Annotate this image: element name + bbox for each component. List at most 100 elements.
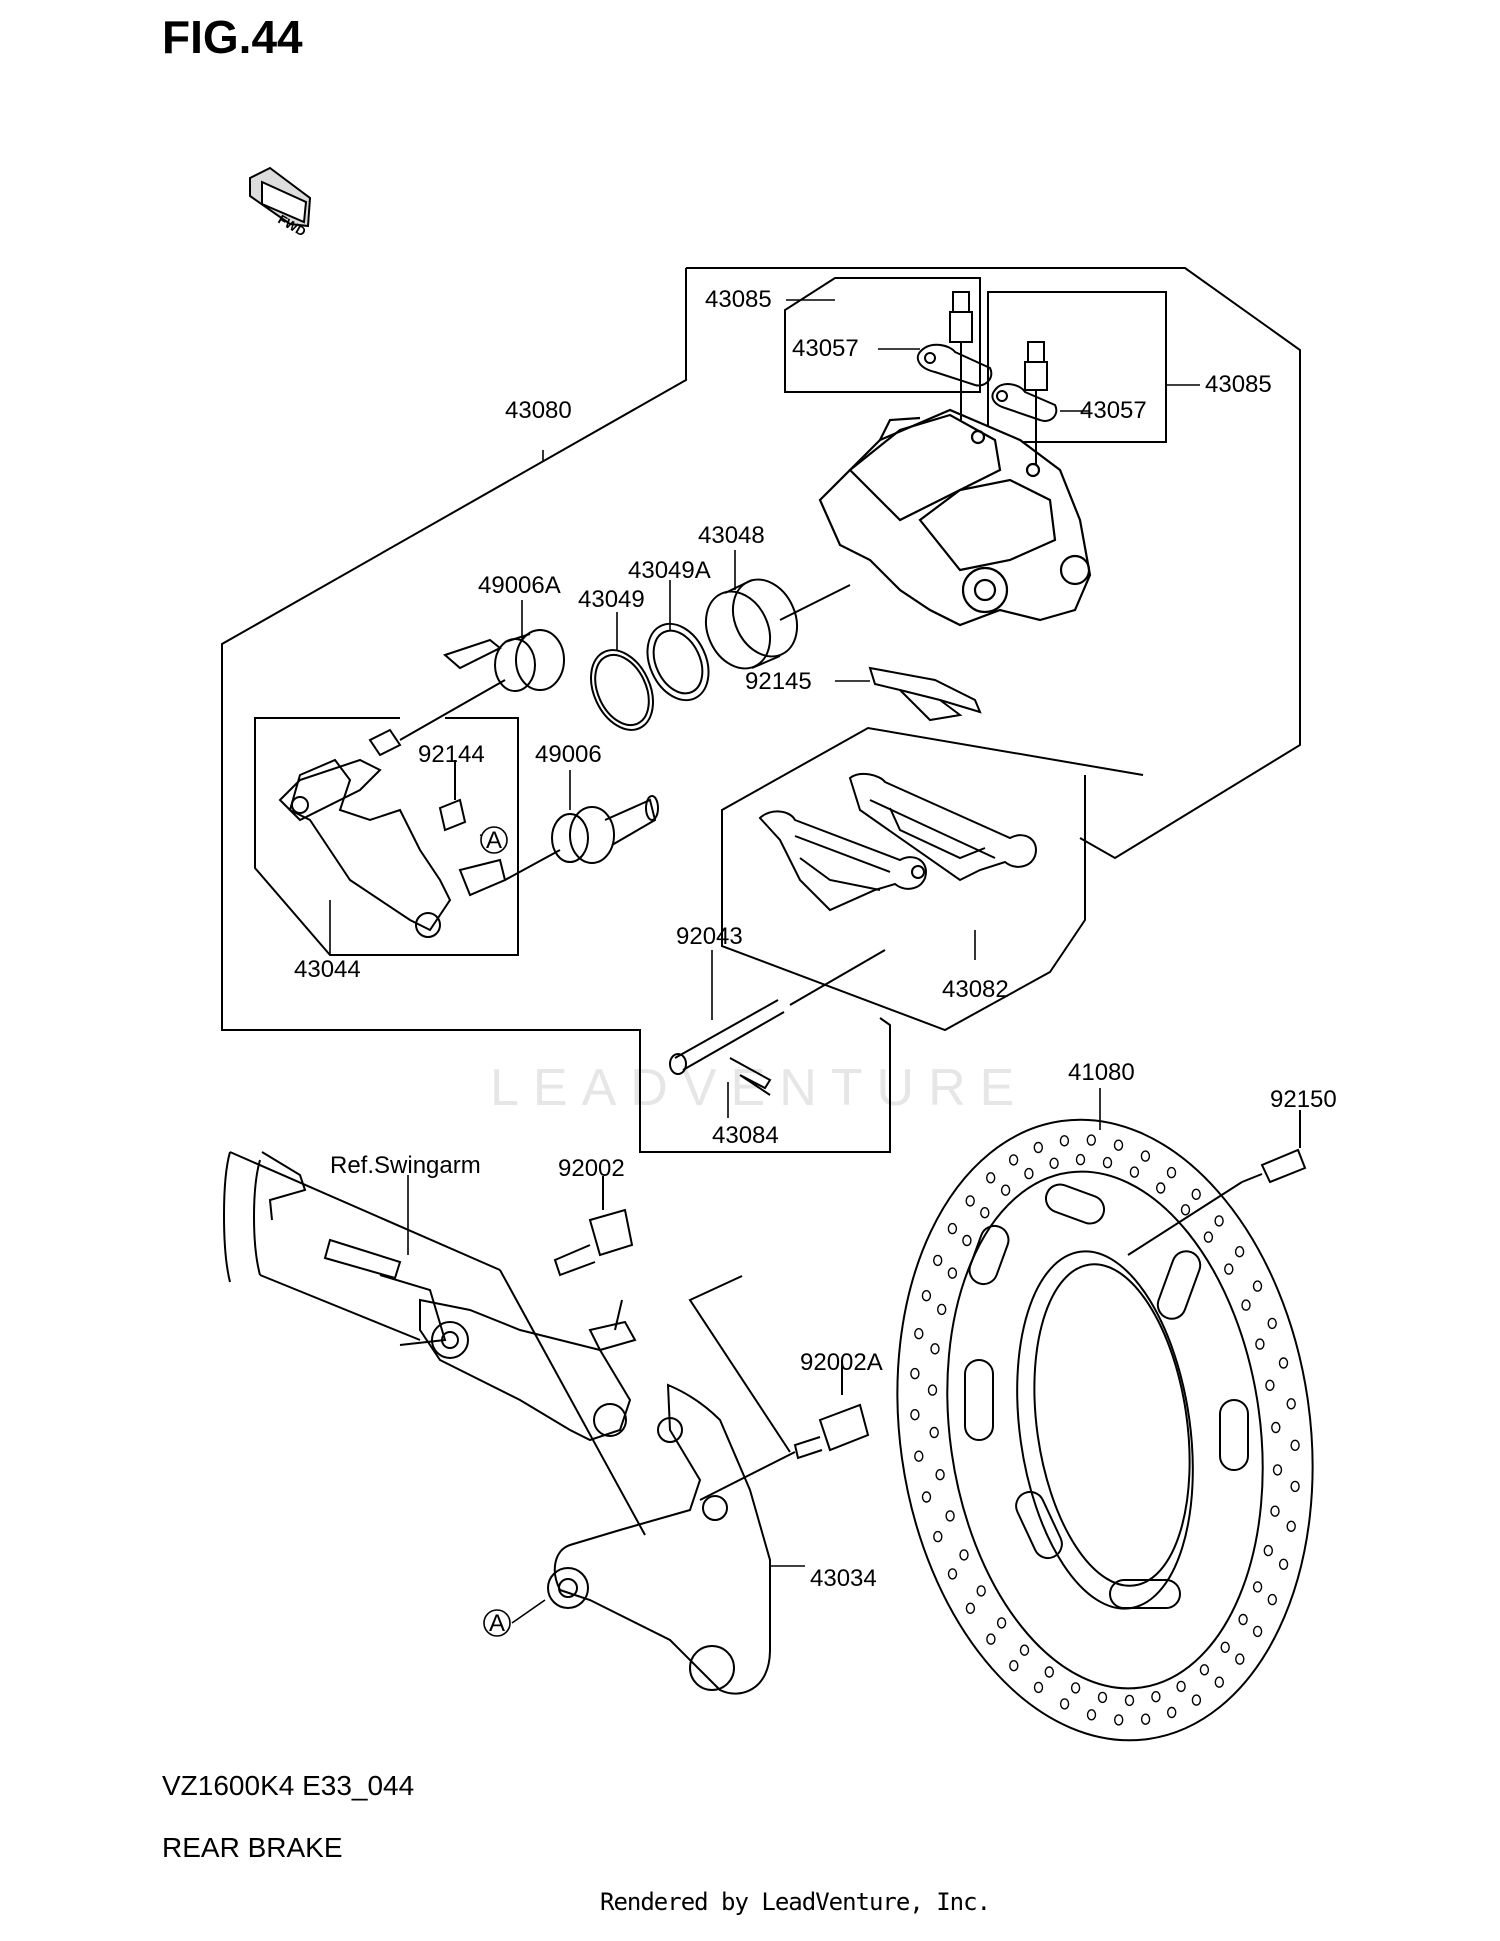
pad-spring-92145 bbox=[868, 666, 982, 722]
label-43044: 43044 bbox=[294, 956, 361, 983]
disc-hole bbox=[937, 1303, 947, 1316]
disc-hole bbox=[1155, 1182, 1166, 1194]
bleeder-box-left bbox=[784, 277, 981, 393]
disc-hole bbox=[1235, 1653, 1245, 1665]
disc-hole bbox=[1286, 1398, 1296, 1410]
disc-hole bbox=[1252, 1280, 1263, 1292]
disc-hole bbox=[1033, 1681, 1044, 1694]
disc-hole bbox=[1140, 1713, 1151, 1725]
disc-hole bbox=[947, 1267, 958, 1279]
disc-hole bbox=[986, 1172, 996, 1184]
disc-hole bbox=[933, 1254, 943, 1267]
disc-hole bbox=[1009, 1659, 1019, 1672]
disc-hole bbox=[914, 1450, 924, 1462]
label-49006a: 49006A bbox=[478, 572, 561, 599]
disc-hole bbox=[1252, 1625, 1263, 1638]
disc-hole bbox=[996, 1617, 1007, 1629]
disc-hole bbox=[1044, 1666, 1055, 1678]
disc-hole bbox=[962, 1234, 972, 1247]
disc-hole bbox=[1267, 1593, 1278, 1606]
disc-hole bbox=[947, 1568, 958, 1580]
disc-hole bbox=[1059, 1135, 1070, 1147]
disc-hole bbox=[1241, 1299, 1251, 1311]
disc-hole bbox=[1019, 1644, 1030, 1656]
disc-hole bbox=[1151, 1690, 1161, 1703]
brake-pad-outer bbox=[848, 772, 1037, 882]
watermark-text: LEADVENTURE bbox=[490, 1059, 1029, 1117]
fwd-arrow-icon bbox=[249, 166, 312, 228]
disc-hole bbox=[927, 1384, 938, 1396]
section-title: REAR BRAKE bbox=[162, 1832, 343, 1863]
brake-pad-inner bbox=[758, 810, 927, 912]
disc-hole bbox=[1140, 1150, 1151, 1162]
torque-link bbox=[419, 1298, 637, 1442]
pad-pin bbox=[669, 999, 785, 1075]
disc-hole bbox=[1286, 1520, 1296, 1533]
disc-hole bbox=[1238, 1613, 1248, 1626]
disc-hole bbox=[1059, 1698, 1070, 1710]
caliper-body bbox=[818, 408, 1092, 627]
label-92144: 92144 bbox=[418, 741, 485, 768]
disc-hole bbox=[1086, 1134, 1097, 1146]
support-bracket bbox=[278, 638, 507, 938]
label-ref-swingarm: Ref.Swingarm bbox=[330, 1152, 481, 1179]
disc-hole bbox=[930, 1343, 940, 1355]
label-43057-left: 43057 bbox=[792, 335, 859, 362]
disc-hole bbox=[1049, 1157, 1059, 1170]
disc-hole bbox=[1271, 1421, 1281, 1434]
label-43057-right: 43057 bbox=[1080, 397, 1147, 424]
disc-hole bbox=[1203, 1231, 1214, 1243]
disc-hole bbox=[1265, 1379, 1275, 1392]
disc-hole bbox=[910, 1408, 920, 1421]
disc-hole bbox=[959, 1549, 969, 1561]
disc-hole bbox=[965, 1195, 975, 1207]
disc-hole bbox=[1255, 1338, 1265, 1350]
disc-hole bbox=[1278, 1558, 1289, 1571]
callout-a-2: A bbox=[489, 1610, 505, 1637]
label-92145: 92145 bbox=[745, 668, 812, 695]
disc-hole bbox=[1214, 1676, 1225, 1688]
bleeder-cap-right bbox=[991, 383, 1058, 422]
disc-hole bbox=[1290, 1480, 1300, 1493]
swingarm bbox=[223, 1151, 501, 1346]
disc-hole bbox=[935, 1468, 945, 1481]
piston bbox=[704, 578, 799, 670]
boot-49006a bbox=[494, 629, 565, 692]
disc-hole bbox=[1086, 1709, 1097, 1721]
pad-spring-92144 bbox=[438, 798, 467, 832]
disc-hole bbox=[1166, 1166, 1177, 1179]
disc-hole bbox=[1113, 1714, 1124, 1726]
piston-seal bbox=[646, 622, 710, 702]
disc-hole bbox=[933, 1530, 943, 1543]
disc-hole bbox=[1075, 1153, 1086, 1166]
disc-hole bbox=[965, 1602, 976, 1615]
pad-pin-clip bbox=[729, 1057, 772, 1096]
disc-hole bbox=[1220, 1641, 1230, 1654]
disc-hole bbox=[914, 1327, 924, 1340]
disc-hole bbox=[1176, 1680, 1186, 1693]
disc-hole bbox=[1191, 1188, 1201, 1201]
disc-hole bbox=[1129, 1166, 1140, 1178]
callout-a-circle-2 bbox=[483, 1609, 511, 1637]
disc-hole bbox=[1124, 1694, 1135, 1707]
disc-hole bbox=[1097, 1691, 1108, 1704]
label-43082: 43082 bbox=[942, 976, 1009, 1003]
disc-hole bbox=[1263, 1544, 1274, 1557]
disc-bolt bbox=[1241, 1148, 1307, 1184]
disc-hole bbox=[921, 1289, 932, 1302]
disc-vent-holes bbox=[910, 1134, 1300, 1726]
render-credit: Rendered by LeadVenture, Inc. bbox=[600, 1888, 991, 1916]
label-92150: 92150 bbox=[1270, 1086, 1337, 1113]
callout-a-1: A bbox=[486, 827, 502, 854]
label-43034: 43034 bbox=[810, 1565, 877, 1592]
label-43048: 43048 bbox=[698, 522, 765, 549]
label-92002a: 92002A bbox=[800, 1349, 883, 1376]
disc-hole bbox=[1234, 1245, 1245, 1258]
bleeder-valve-left bbox=[949, 291, 973, 420]
disc-hole bbox=[1290, 1439, 1300, 1452]
figure-title: FIG.44 bbox=[162, 11, 303, 63]
bleeder-valve-right bbox=[1024, 341, 1048, 465]
label-43085-left: 43085 bbox=[705, 286, 772, 313]
caliper-assembly-outline bbox=[686, 267, 1301, 860]
